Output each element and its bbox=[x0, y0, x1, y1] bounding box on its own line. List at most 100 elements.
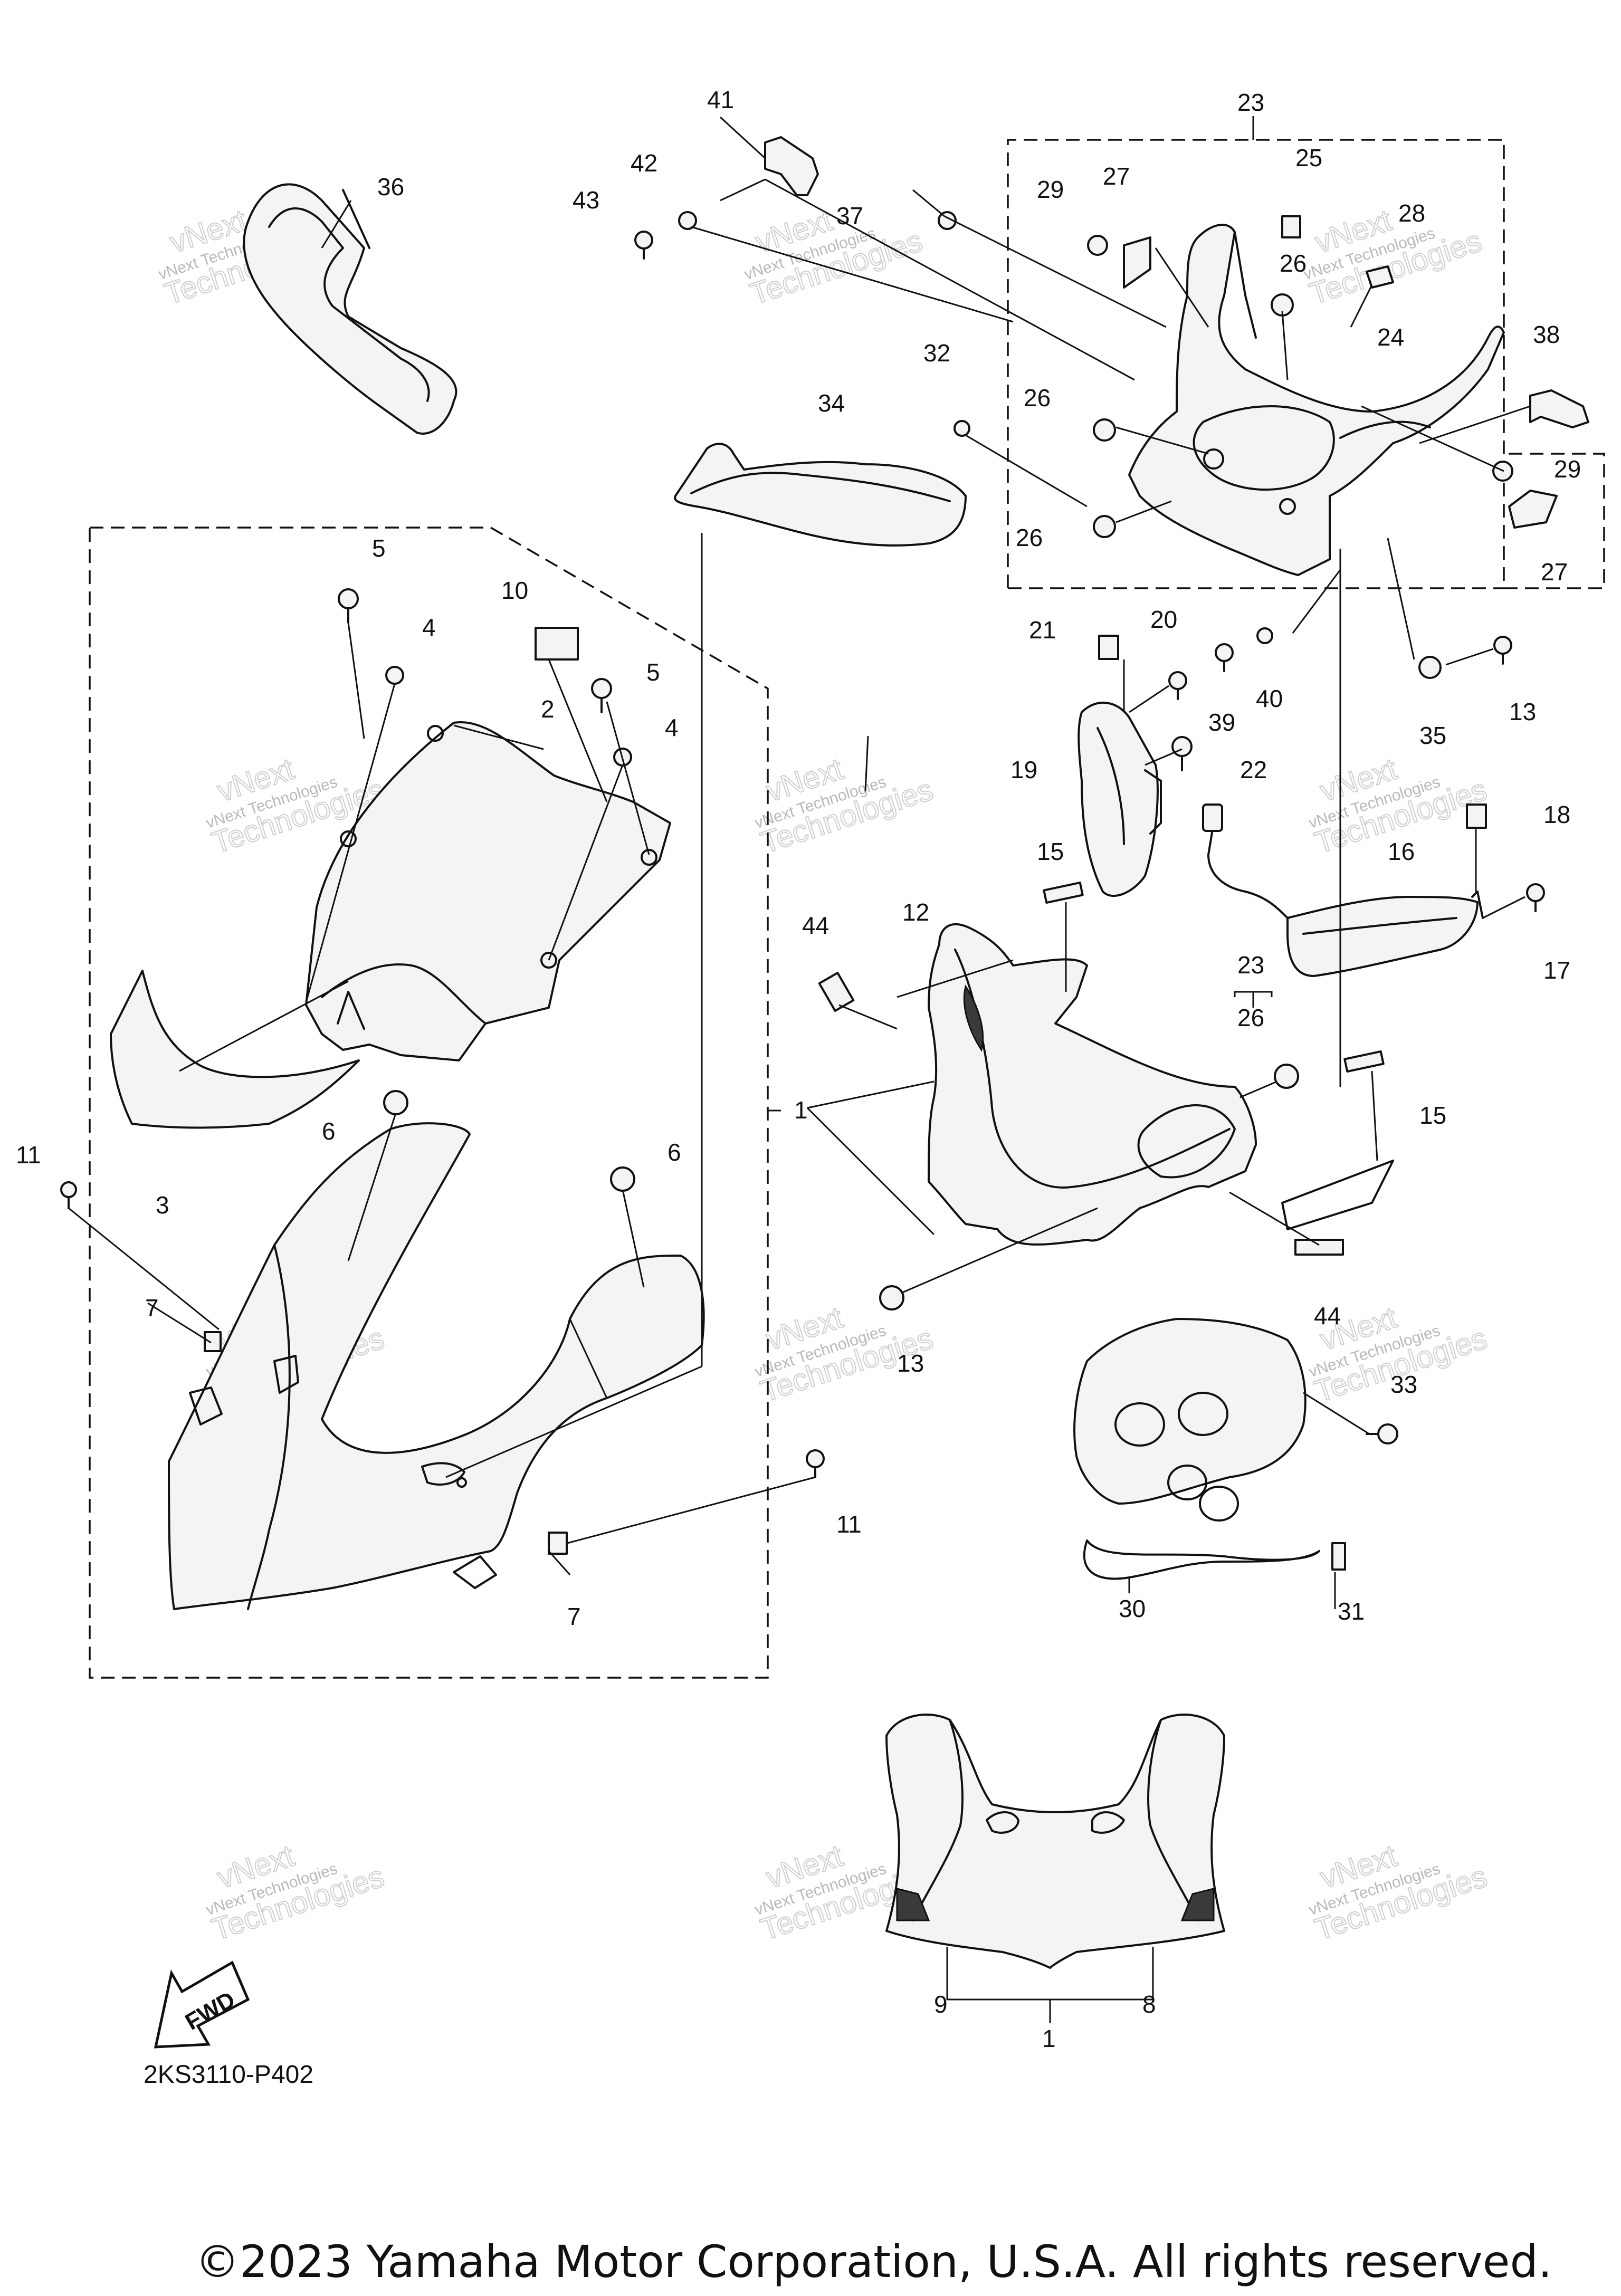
group-box-1 bbox=[89, 527, 781, 1679]
callouts: 23 41 42 43 36 37 25 27 29 28 26 24 38 3… bbox=[16, 86, 1581, 2052]
callout-16: 16 bbox=[1388, 838, 1415, 865]
part-24-cowling-stay bbox=[1128, 224, 1505, 576]
callout-8: 8 bbox=[1142, 1991, 1156, 2018]
watermark-mid-upper: vNext vNext Technologies Technologies bbox=[752, 751, 938, 861]
part-18-nut bbox=[1466, 803, 1487, 829]
part-13-screw-a bbox=[1493, 636, 1512, 665]
part-13-grommet-b bbox=[879, 1285, 904, 1310]
part-10-label bbox=[535, 627, 579, 661]
part-39-bolt bbox=[1215, 643, 1234, 672]
part-11-screw-b bbox=[806, 1449, 825, 1478]
callout-10: 10 bbox=[501, 577, 528, 604]
part-41-bracket bbox=[764, 136, 819, 196]
callout-26-mid: 26 bbox=[1024, 384, 1051, 412]
callout-41: 41 bbox=[707, 86, 734, 113]
callout-26-low: 26 bbox=[1016, 524, 1043, 551]
callout-30: 30 bbox=[1119, 1595, 1146, 1622]
headlight-assembly bbox=[1073, 1318, 1320, 1561]
part-16-side-duct-right bbox=[1202, 803, 1484, 977]
part-1-front-cowl-lower bbox=[885, 1714, 1225, 2023]
part-12-headlight-bracket bbox=[928, 923, 1394, 1246]
part-17-screw bbox=[1526, 883, 1545, 912]
callout-7-right: 7 bbox=[567, 1603, 581, 1630]
part-15-cushion-b bbox=[1343, 1050, 1385, 1073]
callout-37: 37 bbox=[836, 202, 863, 229]
part-32-grommet bbox=[953, 420, 970, 437]
part-26-grommet-c bbox=[1093, 515, 1116, 538]
callout-15-right: 15 bbox=[1419, 1102, 1446, 1129]
callout-5-top: 5 bbox=[372, 534, 386, 562]
callout-25: 25 bbox=[1295, 144, 1322, 171]
callout-42: 42 bbox=[631, 149, 657, 177]
callout-4-top: 4 bbox=[422, 614, 436, 641]
part-3-inner-cover bbox=[110, 970, 360, 1129]
callout-32: 32 bbox=[923, 339, 950, 367]
callout-7-left: 7 bbox=[145, 1294, 159, 1322]
part-38-bracket bbox=[1529, 389, 1589, 428]
part-27-bracket-b bbox=[1508, 490, 1558, 529]
part-35-grommet bbox=[1418, 656, 1442, 679]
part-44-cushion-a bbox=[818, 972, 855, 1012]
part-5-screw-a bbox=[338, 588, 359, 624]
part-20-bolt bbox=[1168, 671, 1187, 700]
callout-44-right: 44 bbox=[1314, 1302, 1341, 1329]
callout-15-top: 15 bbox=[1037, 838, 1064, 865]
callout-44-left: 44 bbox=[802, 912, 829, 939]
callout-27-right: 27 bbox=[1541, 558, 1568, 586]
part-6-grommet-a bbox=[383, 1090, 408, 1115]
part-15-cushion-a bbox=[1043, 881, 1084, 904]
callout-29-right: 29 bbox=[1554, 455, 1581, 483]
part-7-nut-b bbox=[548, 1532, 568, 1555]
callout-23-mid: 23 bbox=[1237, 951, 1264, 979]
part-1-front-cowl bbox=[168, 1122, 705, 1610]
diagram-code: 2KS3110-P402 bbox=[144, 2061, 314, 2089]
callout-17: 17 bbox=[1543, 956, 1570, 984]
callout-3: 3 bbox=[156, 1191, 169, 1219]
part-4-collar-a bbox=[385, 666, 404, 685]
watermark-mid-top: vNext vNext Technologies Technologies bbox=[742, 203, 927, 312]
callout-18: 18 bbox=[1543, 801, 1570, 828]
callout-24: 24 bbox=[1377, 323, 1404, 351]
part-42-collar bbox=[678, 211, 697, 230]
copyright-notice: ©2023 Yamaha Motor Corporation, U.S.A. A… bbox=[195, 2236, 1552, 2288]
part-28-clip bbox=[1366, 265, 1394, 289]
part-26-grommet-b bbox=[1093, 418, 1116, 442]
part-37-grommet bbox=[938, 211, 957, 230]
part-22-rivet bbox=[1171, 736, 1193, 771]
callout-40: 40 bbox=[1256, 685, 1283, 712]
callout-4-right: 4 bbox=[665, 714, 679, 741]
forward-arrow-icon: FWD bbox=[154, 1960, 250, 2049]
part-5-screw-b bbox=[591, 678, 612, 713]
callout-23-top: 23 bbox=[1237, 89, 1264, 116]
callout-1-bottom: 1 bbox=[1042, 2025, 1056, 2052]
callout-27-top: 27 bbox=[1103, 162, 1130, 190]
watermark-mid-mid: vNext vNext Technologies Technologies bbox=[752, 1300, 938, 1410]
part-6-grommet-b bbox=[610, 1166, 635, 1192]
part-36-rear-view-mirror bbox=[243, 183, 457, 435]
callout-1-bracket: 1 bbox=[794, 1096, 808, 1124]
callout-26-mid2: 26 bbox=[1237, 1004, 1264, 1031]
part-19-side-duct bbox=[1078, 702, 1162, 897]
callout-11-right: 11 bbox=[836, 1510, 862, 1538]
callout-13-top: 13 bbox=[1509, 698, 1536, 725]
callout-12: 12 bbox=[902, 898, 929, 926]
part-43-bolt bbox=[634, 231, 653, 260]
part-7-nut-a bbox=[204, 1331, 222, 1352]
leader-lines bbox=[68, 116, 1531, 1609]
watermark-left-low: vNext vNext Technologies Technologies bbox=[204, 1838, 389, 1948]
part-33-bolt bbox=[1366, 1423, 1398, 1444]
fasteners bbox=[60, 211, 1558, 1571]
callout-9: 9 bbox=[934, 1991, 948, 2018]
part-40-collar bbox=[1256, 627, 1273, 644]
part-27-bracket-a bbox=[1123, 236, 1151, 289]
callout-19: 19 bbox=[1010, 756, 1037, 783]
callout-11-left: 11 bbox=[16, 1141, 41, 1169]
part-21-nut bbox=[1098, 635, 1119, 660]
callout-5-right: 5 bbox=[646, 658, 660, 686]
callout-31: 31 bbox=[1338, 1597, 1365, 1625]
callout-26-top: 26 bbox=[1280, 250, 1307, 277]
callout-20: 20 bbox=[1150, 606, 1177, 633]
callout-21: 21 bbox=[1029, 616, 1056, 644]
group-box-23 bbox=[1007, 116, 1605, 589]
